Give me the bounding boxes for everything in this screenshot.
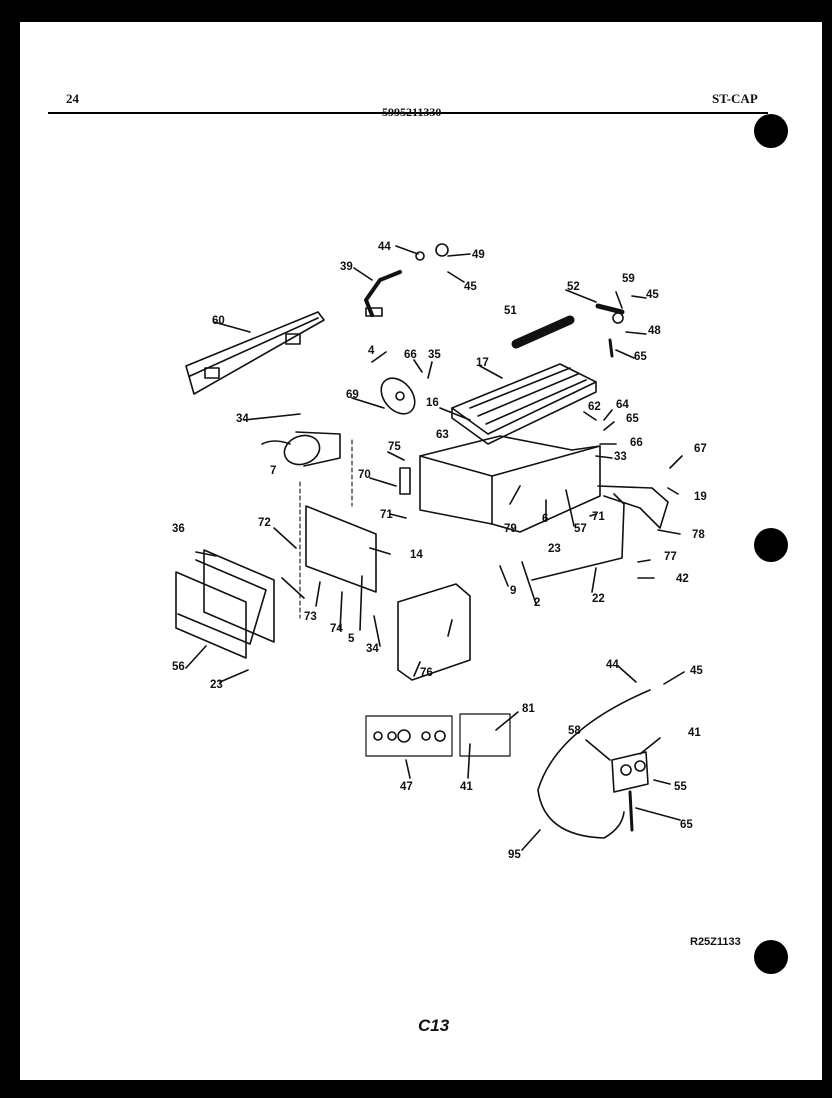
part-label: 2 <box>534 597 541 609</box>
part-label: 67 <box>694 443 707 455</box>
part-label: 41 <box>688 727 701 739</box>
part-label: 44 <box>606 659 619 671</box>
part-label: 6 <box>542 513 549 525</box>
diagram-sheet <box>20 22 822 1080</box>
part-label: 69 <box>346 389 359 401</box>
part-label: 62 <box>588 401 601 413</box>
part-label: 47 <box>400 781 413 793</box>
part-label: 45 <box>690 665 703 677</box>
binder-hole-top <box>754 114 788 148</box>
part-label: 65 <box>680 819 693 831</box>
panel-60-shape <box>185 311 325 395</box>
part-label: 65 <box>634 351 647 363</box>
part-label: 77 <box>664 551 677 563</box>
header-rule <box>48 112 768 114</box>
part-label: 55 <box>674 781 687 793</box>
part-label: 56 <box>172 661 185 673</box>
part-label: 44 <box>378 241 391 253</box>
drawing-id: R25Z1133 <box>690 936 741 948</box>
part-label: 95 <box>508 849 521 861</box>
part-label: 64 <box>616 399 629 411</box>
section-code: ST-CAP <box>712 91 758 106</box>
part-label: 66 <box>630 437 643 449</box>
binder-hole-middle <box>754 528 788 562</box>
part-label: 60 <box>212 315 225 327</box>
part-label: 45 <box>646 289 659 301</box>
board-76-shape <box>397 583 471 681</box>
part-label: 58 <box>568 725 581 737</box>
part-label: 59 <box>622 273 635 285</box>
hose-95-shape <box>537 689 651 839</box>
part-label: 9 <box>510 585 517 597</box>
part-label: 35 <box>428 349 441 361</box>
page-number: 24 <box>66 91 79 106</box>
bracket-78-shape <box>597 485 669 529</box>
part-label: 81 <box>522 703 535 715</box>
part-label: 41 <box>460 781 473 793</box>
part-label: 74 <box>330 623 343 635</box>
part-label: 45 <box>464 281 477 293</box>
part-label: 76 <box>420 667 433 679</box>
part-label: 4 <box>368 345 375 357</box>
part-label: 33 <box>614 451 627 463</box>
part-label: 16 <box>426 397 439 409</box>
pipe-51-shape <box>511 315 575 349</box>
part-label: 14 <box>410 549 423 561</box>
part-label: 19 <box>694 491 707 503</box>
part-label: 71 <box>592 511 605 523</box>
binder-hole-bottom <box>754 940 788 974</box>
part-label: 23 <box>210 679 223 691</box>
part-label: 73 <box>304 611 317 623</box>
part-label: 79 <box>504 523 517 535</box>
part-label: 42 <box>676 573 689 585</box>
part-label: 57 <box>574 523 587 535</box>
cover-36-shape <box>203 549 275 643</box>
part-label: 52 <box>567 281 580 293</box>
part-label: 34 <box>236 413 249 425</box>
page-code: C13 <box>418 1016 450 1035</box>
kit-47-box <box>365 715 453 757</box>
part-label: 65 <box>626 413 639 425</box>
valve-55-shape <box>611 751 649 793</box>
part-label: 66 <box>404 349 417 361</box>
part-label: 63 <box>436 429 449 441</box>
plate-14-shape <box>305 505 377 593</box>
part-label: 49 <box>472 249 485 261</box>
part-label: 75 <box>388 441 401 453</box>
rod-22-shape <box>531 493 625 581</box>
model-number: 5995211330 <box>382 105 442 119</box>
part-label: 5 <box>348 633 355 645</box>
wheel-4-shape <box>380 377 416 415</box>
part-label: 39 <box>340 261 353 273</box>
part-label: 36 <box>172 523 185 535</box>
part-label: 70 <box>358 469 371 481</box>
part-label: 34 <box>366 643 379 655</box>
part-label: 17 <box>476 357 489 369</box>
part-label: 23 <box>548 543 561 555</box>
part-label: 22 <box>592 593 605 605</box>
part-label: 72 <box>258 517 271 529</box>
part-label: 7 <box>270 465 277 477</box>
part-label: 51 <box>504 305 517 317</box>
ice-tray-17-shape <box>451 363 597 435</box>
housing-shape <box>419 435 601 533</box>
cover-56-shape <box>175 571 247 659</box>
part-label: 48 <box>648 325 661 337</box>
part-label: 71 <box>380 509 393 521</box>
part-label: 78 <box>692 529 705 541</box>
kit-81-box <box>459 713 511 757</box>
motor-7-shape <box>283 434 321 466</box>
